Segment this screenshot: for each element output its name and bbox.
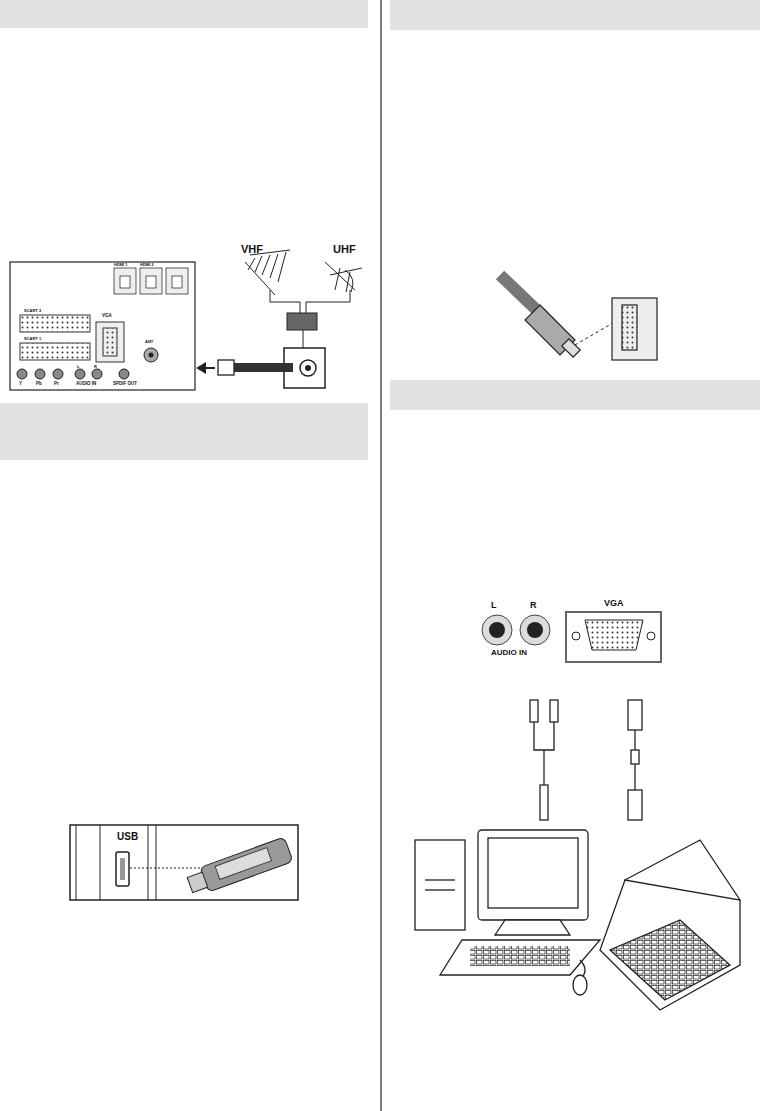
port-label: HDMI 2	[140, 263, 154, 267]
port-label: AUDIO IN	[491, 649, 527, 657]
antenna-label: VHF	[241, 244, 263, 255]
port-label: ANT	[145, 340, 153, 344]
port-label: L	[77, 365, 79, 369]
port-label: Y	[19, 382, 22, 387]
antenna-label: UHF	[333, 244, 356, 255]
port-label: VGA	[102, 314, 112, 319]
port-label: SCART 1	[24, 337, 41, 341]
port-label: R	[94, 365, 97, 369]
port-label: SCART 2	[24, 309, 41, 313]
port-label: L	[491, 601, 497, 610]
port-label: VGA	[604, 599, 624, 608]
port-label: Pr	[54, 382, 59, 387]
port-label: R	[530, 601, 537, 610]
port-label: USB	[117, 832, 138, 842]
port-label: Pb	[36, 382, 42, 387]
port-label: HDMI 1	[114, 263, 128, 267]
port-label: AUDIO IN	[76, 382, 96, 387]
port-label: SPDIF OUT	[113, 382, 137, 387]
